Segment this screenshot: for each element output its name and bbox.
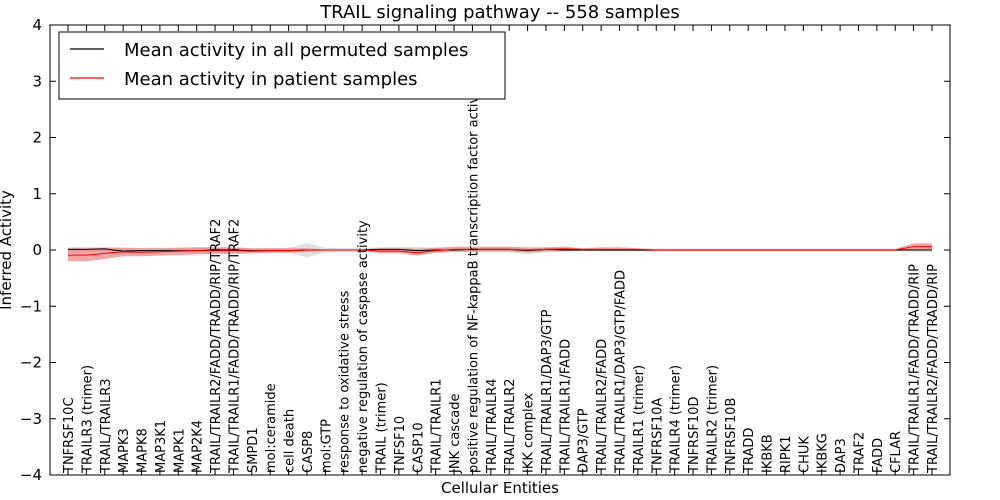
band-layer [68, 243, 932, 262]
x-tick-label: TRAIL/TRAILR2/FADD/TRADD/RIP [926, 264, 941, 474]
y-tick-label: 4 [32, 16, 42, 34]
series-line-1 [68, 246, 932, 256]
line-layer [68, 246, 932, 256]
x-tick-label: TRAILR2 (trimer) [705, 365, 720, 474]
y-tick-label: −1 [20, 297, 42, 315]
x-tick-label: TRAILR4 (trimer) [669, 365, 684, 474]
chart-title: TRAIL signaling pathway -- 558 samples [319, 2, 680, 23]
x-tick-label: TRAIL/TRAILR1/DAP3/GTP/FADD [614, 270, 629, 474]
x-tick-label: DAP3 [834, 438, 849, 473]
x-tick-label: TNFRSF10A [650, 398, 665, 474]
x-tick-label: mol:ceramide [264, 383, 279, 473]
x-tick-label: RIPK1 [779, 435, 794, 473]
x-tick-label: TRAIL/TRAILR1 [430, 378, 445, 474]
x-tick-label: FADD [871, 438, 886, 473]
x-tick-label: TNFRSF10C [62, 397, 77, 474]
x-tick-label: negative regulation of caspase activity [356, 220, 371, 473]
x-tick-label: IKK complex [522, 393, 537, 473]
x-tick-label: response to oxidative stress [338, 290, 353, 473]
legend-box [58, 31, 506, 100]
y-tick-label: 2 [32, 129, 42, 147]
x-tick-label: TRAIL/TRAILR1/FADD/TRADD/RIP/TRAF2 [227, 219, 242, 474]
x-tick-label: TNFRSF10B [724, 398, 739, 474]
legend: Mean activity in all permuted samples Me… [58, 31, 506, 100]
y-tick-label: −2 [20, 354, 42, 372]
x-axis-label: Cellular Entities [441, 479, 559, 497]
x-tick-label: MAPK1 [172, 428, 187, 473]
x-tick-label: JNK cascade [448, 394, 463, 474]
x-tick-label: TNFSF10 [393, 416, 408, 474]
y-tick-label: −4 [20, 466, 42, 484]
x-tick-label: CHUK [797, 436, 812, 473]
x-tick-label: TRAIL (trimer) [375, 382, 390, 474]
x-tick-label: MAPK8 [136, 428, 151, 473]
x-tick-label: TRAIL/TRAILR3 [99, 378, 114, 474]
x-tick-label: DAP3/GTP [577, 408, 592, 473]
x-tick-label: TRAIL/TRAILR1/FADD [558, 339, 573, 474]
y-axis: 4 3 2 1 0 −1 −2 −3 −4 [20, 16, 950, 484]
y-tick-label: 3 [32, 72, 42, 90]
x-tick-label: MAPK3 [117, 428, 132, 473]
x-tick-label: TRAIL/TRAILR2 [503, 378, 518, 474]
x-tick-label: MAP2K4 [191, 420, 206, 473]
x-tick-label: TRAIL/TRAILR2/FADD/TRADD/RIP/TRAF2 [209, 219, 224, 474]
x-tick-label: IKBKB [761, 434, 776, 473]
x-tick-label: CFLAR [889, 431, 904, 473]
x-tick-label: CASP10 [411, 422, 426, 473]
y-tick-label: 0 [32, 241, 42, 259]
x-tick-label: TRAF2 [853, 432, 868, 474]
y-tick-label: −3 [20, 410, 42, 428]
x-tick-label: TRAIL/TRAILR1/FADD/TRADD/RIP [908, 264, 923, 474]
x-tick-label: mol:GTP [319, 419, 334, 473]
x-tick-label: MAP3K1 [154, 420, 169, 473]
x-tick-label: TRAILR3 (trimer) [80, 365, 95, 474]
legend-label-permuted: Mean activity in all permuted samples [124, 40, 468, 61]
y-axis-label: Inferred Activity [0, 190, 15, 310]
x-tick-label: TRAIL/TRAILR2/FADD [595, 339, 610, 474]
legend-label-patient: Mean activity in patient samples [124, 69, 418, 90]
series-band-1 [68, 243, 932, 262]
x-tick-label: cell death [283, 409, 298, 473]
x-tick-label: TRADD [742, 428, 757, 474]
x-tick-label: TNFRSF10D [687, 397, 702, 474]
x-tick-label: positive regulation of NF-kappaB transcr… [466, 79, 481, 473]
x-tick-label: TRAILR1 (trimer) [632, 365, 647, 474]
y-tick-label: 1 [32, 185, 42, 203]
x-tick-label: IKBKG [816, 433, 831, 473]
x-tick-label: SMPD1 [246, 427, 261, 473]
x-tick-label: TRAIL/TRAILR4 [485, 378, 500, 474]
x-tick-label: TRAIL/TRAILR1/DAP3/GTP [540, 309, 555, 474]
x-tick-label: CASP8 [301, 431, 316, 473]
